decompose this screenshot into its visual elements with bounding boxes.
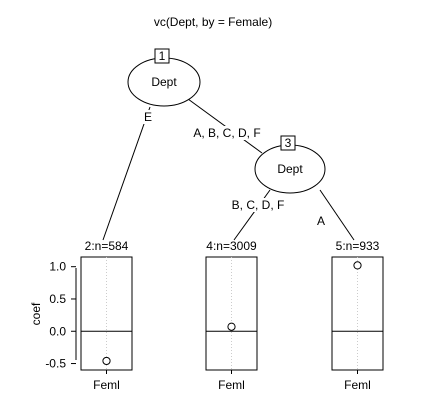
edge-label-inner-left: B, C, D, F xyxy=(232,198,285,212)
x-tick-label: Feml xyxy=(344,378,371,392)
coef-point xyxy=(227,322,236,331)
y-axis-ticks: 1.0 0.5 0.0 -0.5 xyxy=(45,260,76,371)
y-tick-label: 0.5 xyxy=(49,292,66,306)
terminal-label: 5:n=933 xyxy=(336,239,380,253)
edge-root-left xyxy=(102,106,151,241)
edge-label-root-left: E xyxy=(144,110,152,124)
coef-point xyxy=(102,356,111,366)
node-root-id: 1 xyxy=(159,49,166,63)
y-tick-label: 1.0 xyxy=(49,260,66,274)
node-root: 1 Dept xyxy=(127,48,201,107)
node-inner-label: Dept xyxy=(277,162,303,176)
coef-point xyxy=(353,261,362,270)
x-tick-label: Feml xyxy=(93,378,120,392)
node-inner: 3 Dept xyxy=(254,135,326,194)
diagram-title: vc(Dept, by = Female) xyxy=(154,15,272,29)
edge-label-inner-right: A xyxy=(317,214,325,228)
y-axis-label: coef xyxy=(29,302,43,325)
node-inner-id: 3 xyxy=(285,136,292,150)
y-tick-label: 0.0 xyxy=(49,324,66,338)
edge-inner-right xyxy=(319,189,355,241)
x-tick-label: Feml xyxy=(218,378,245,392)
terminal-label: 4:n=3009 xyxy=(206,239,257,253)
terminal-label: 2:n=584 xyxy=(85,239,129,253)
y-tick-label: -0.5 xyxy=(45,357,66,371)
node-root-label: Dept xyxy=(151,75,177,89)
y-axis: 1.0 0.5 0.0 -0.5 coef xyxy=(29,260,77,371)
edge-label-root-right: A, B, C, D, F xyxy=(193,126,260,140)
